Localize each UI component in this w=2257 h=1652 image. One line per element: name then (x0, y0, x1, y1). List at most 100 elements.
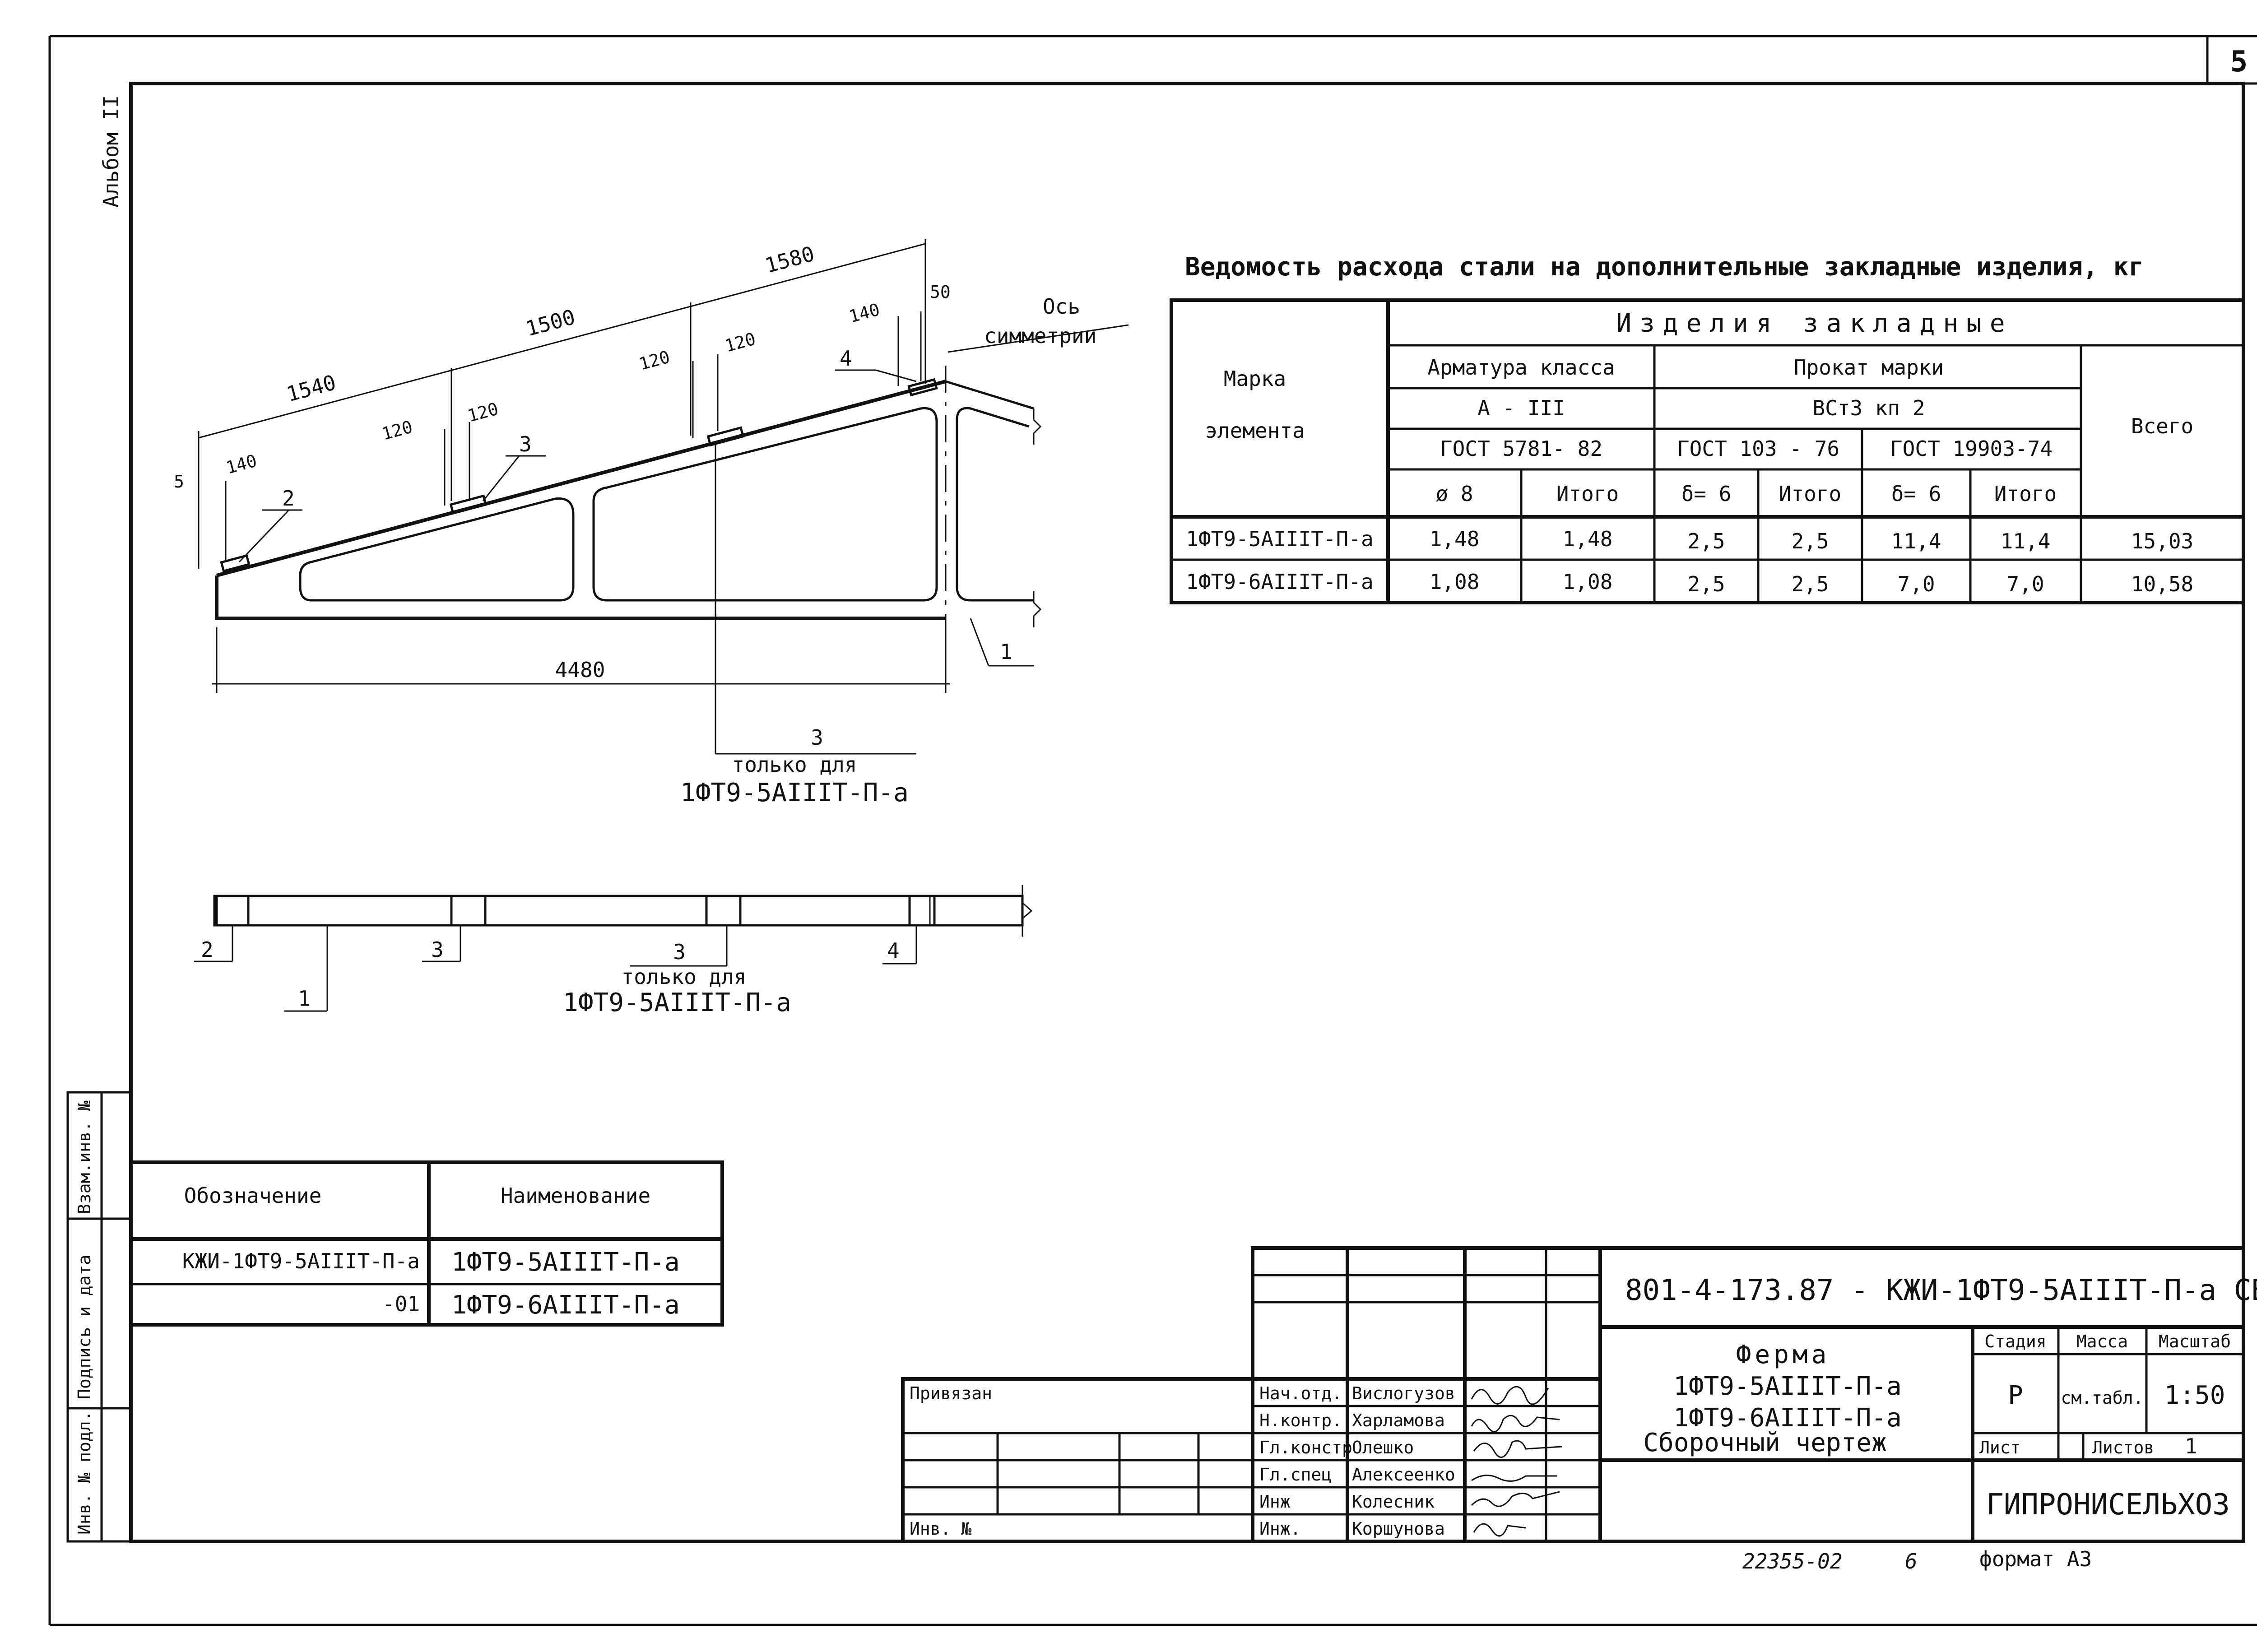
name-6: Коршунова (1352, 1519, 1445, 1539)
spec-h-name: Наименование (501, 1183, 650, 1208)
h-rebar-class: А - III (1477, 396, 1565, 420)
title-name-1: Ферма (1736, 1340, 1830, 1369)
sheet-footer: 22355-02 6 формат А3 (1742, 1547, 2092, 1573)
name-4: Алексеенко (1352, 1465, 1455, 1485)
plan-callout-3: 3 (431, 937, 444, 962)
row1-mark: 1ФТ9-5АIIIТ-П-а (1186, 527, 1373, 551)
document-code: 801-4-173.87 - КЖИ-1ФТ9-5АIIIТ-П-а СБ (1625, 1274, 2257, 1307)
row1-delta2: 11,4 (1891, 529, 1941, 553)
dim-140-left: 140 (224, 450, 259, 478)
h-delta1: δ= 6 (1681, 482, 1732, 506)
steel-table-title: Ведомость расхода стали на дополнительны… (1185, 252, 2144, 282)
dim-120-c: 120 (637, 347, 672, 374)
scale-header: Масштаб (2159, 1332, 2231, 1351)
row2-itogo1: 1,08 (1563, 570, 1613, 594)
h-rolled: Прокат марки (1794, 355, 1944, 380)
vzam-inv-label: Взам.инв. № (74, 1100, 94, 1214)
role-2: Н.контр. (1259, 1411, 1342, 1430)
row2-mark: 1ФТ9-6АIIIТ-П-а (1186, 570, 1373, 594)
album-label: Альбом II (99, 95, 123, 208)
h-itogo3: Итого (1994, 482, 2057, 506)
row1-delta1: 2,5 (1687, 529, 1725, 553)
side-stamp: Инв. № подл. Подпись и дата Взам.инв. № (66, 1091, 132, 1543)
h-mark-b: элемента (1205, 418, 1305, 443)
row2-itogo3: 7,0 (2006, 572, 2044, 596)
table-row: 1ФТ9-5АIIIТ-П-а 1,48 1,48 2,5 2,5 11,4 1… (1186, 527, 2193, 553)
plan-callout-3-note-a: только для (622, 965, 747, 989)
h-rebar-gost: ГОСТ 5781- 82 (1440, 436, 1602, 461)
row1-itogo1: 1,48 (1563, 527, 1613, 551)
mass-value: см.табл. (2061, 1388, 2143, 1408)
dim-120-a: 120 (380, 417, 415, 444)
name-3: Олешко (1352, 1438, 1414, 1457)
title-name-3: 1ФТ9-6АIIIТ-П-а (1673, 1403, 1902, 1433)
title-name-2: 1ФТ9-5АIIIТ-П-а (1673, 1372, 1902, 1401)
row1-d8: 1,48 (1430, 527, 1480, 551)
plan-callout-3-note-num: 3 (673, 940, 686, 964)
truss-opening-2 (592, 407, 938, 602)
archive-copy: 6 (1905, 1549, 1918, 1573)
inv-label: Инв. № (910, 1519, 971, 1539)
callout-3-note-num: 3 (811, 725, 823, 750)
callout-1: 1 (1000, 640, 1012, 664)
row2-total: 10,58 (2131, 572, 2193, 596)
plan-callout-3-note-b: 1ФТ9-5АIIIТ-П-а (563, 988, 791, 1017)
callout-2: 2 (282, 486, 295, 510)
table-row: -01 1ФТ9-6АIIIТ-П-а (382, 1290, 680, 1320)
embedded-plate-3b (706, 426, 745, 447)
row2-delta2: 7,0 (1897, 572, 1935, 596)
spec-row2-designation: -01 (382, 1292, 420, 1316)
plan-plate-3a (450, 895, 487, 927)
h-mark-a: Марка (1224, 367, 1286, 391)
callout-4: 4 (840, 346, 852, 371)
sign-date-label: Подпись и дата (74, 1255, 94, 1399)
signature-scribble (1471, 1415, 1560, 1433)
callout-3: 3 (519, 432, 532, 456)
plan-callout-1: 1 (298, 986, 311, 1011)
row2-d8: 1,08 (1430, 570, 1480, 594)
spec-h-designation: Обозначение (184, 1183, 322, 1208)
plan-callout-4: 4 (887, 938, 900, 963)
plan-callout-2: 2 (201, 937, 214, 962)
stage-value: Р (2008, 1381, 2023, 1410)
row2-delta1: 2,5 (1687, 572, 1725, 596)
h-gost2: ГОСТ 19903-74 (1890, 436, 2053, 461)
h-items: Изделия закладные (1616, 309, 2013, 338)
symmetry-axis-label-1: Ось (1043, 294, 1080, 319)
spec-row1-name: 1ФТ9-5АIIIТ-П-а (451, 1248, 680, 1277)
archive-number: 22355-02 (1742, 1549, 1843, 1573)
title-name-4: Сборочный чертеж (1643, 1428, 1886, 1457)
format-label: формат А3 (1979, 1547, 2092, 1571)
row1-itogo2: 2,5 (1791, 529, 1829, 553)
steel-table: Ведомость расхода стали на дополнительны… (1170, 252, 2245, 604)
privyazan-label: Привязан (910, 1383, 992, 1403)
role-6: Инж. (1259, 1519, 1301, 1539)
truss-opening-3 (956, 407, 1034, 602)
dim-1540: 1540 (284, 370, 339, 407)
truss-plan-view: 2 3 3 только для 1ФТ9-5АIIIТ-П-а 4 1 (194, 885, 1033, 1017)
h-rolled-grade: ВСт3 кп 2 (1812, 396, 1925, 420)
role-4: Гл.спец (1259, 1465, 1332, 1485)
mass-header: Масса (2076, 1332, 2128, 1351)
h-rebar: Арматура класса (1427, 355, 1615, 380)
callout-3-note-b: 1ФТ9-5АIIIТ-П-а (680, 778, 909, 807)
stage-header: Стадия (1984, 1332, 2046, 1351)
callout-3-note-a: только для (732, 752, 857, 777)
title-block: Привязан Инв. № Нач.отд. Н.контр. Гл.кон… (901, 1246, 2257, 1543)
embedded-plate-3a (449, 494, 488, 515)
row1-itogo3: 11,4 (2001, 529, 2051, 553)
truss-elevation: 1540 1500 1580 5 140 2 120 120 3 120 120… (174, 239, 1129, 807)
spec-table: Обозначение Наименование КЖИ-1ФТ9-5АIIIТ… (129, 1160, 724, 1327)
spec-row1-designation: КЖИ-1ФТ9-5АIIIТ-П-а (182, 1249, 420, 1273)
name-5: Колесник (1352, 1492, 1435, 1512)
dim-1580: 1580 (762, 241, 817, 278)
dim-120-b: 120 (465, 399, 501, 426)
sheets-value: 1 (2185, 1434, 2197, 1458)
role-1: Нач.отд. (1259, 1383, 1342, 1403)
signature-scribble (1473, 1440, 1562, 1458)
table-row: 1ФТ9-6АIIIТ-П-а 1,08 1,08 2,5 2,5 7,0 7,… (1186, 570, 2193, 596)
dim-50: 50 (930, 282, 951, 302)
signature-scribble (1471, 1475, 1557, 1482)
h-total: Всего (2131, 414, 2193, 438)
